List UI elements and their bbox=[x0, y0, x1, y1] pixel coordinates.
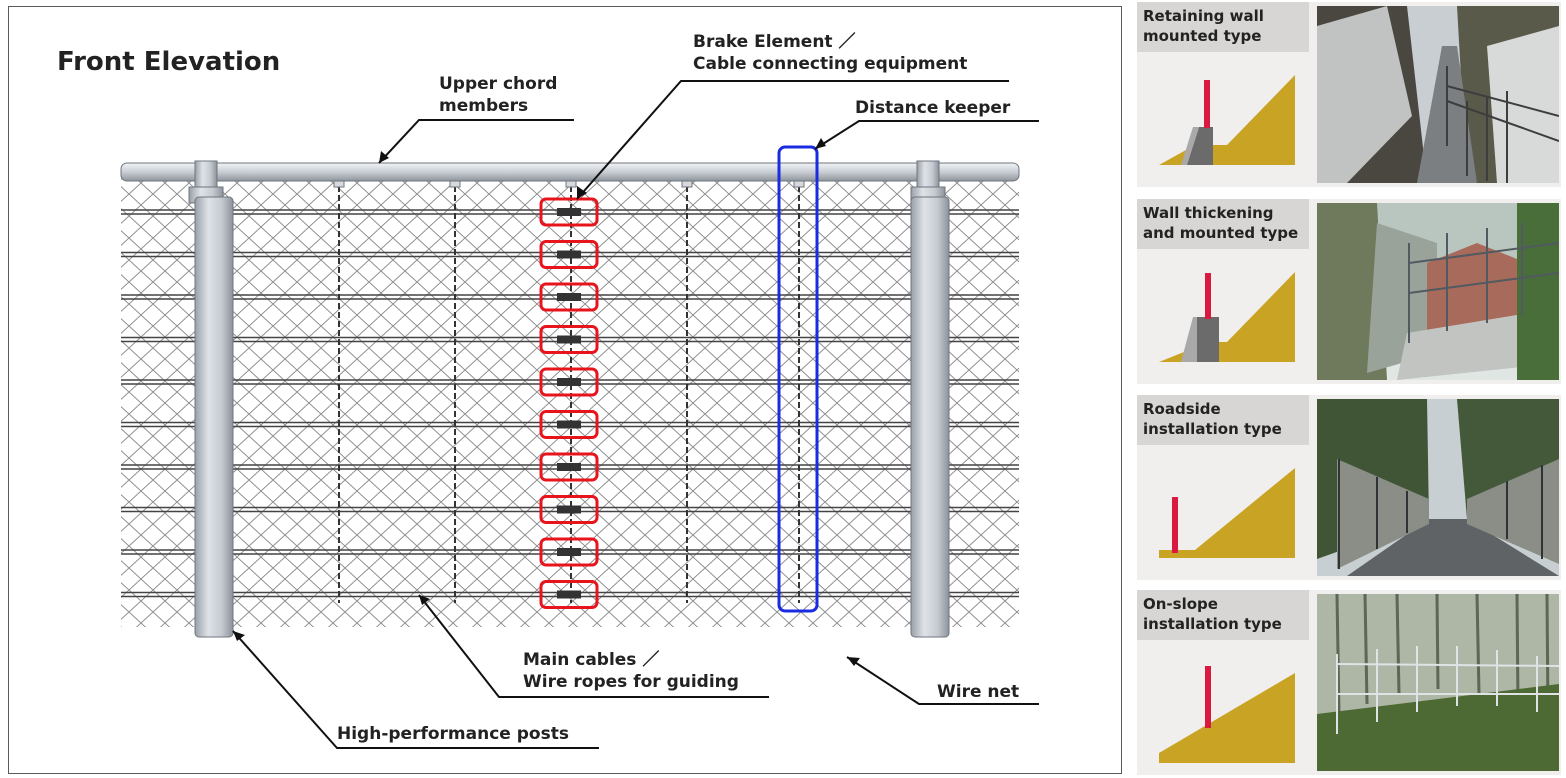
photo-forest bbox=[1317, 594, 1559, 771]
brake-element-box bbox=[539, 495, 599, 524]
brake-element-box bbox=[539, 452, 599, 482]
type-card-wall-thickening: Wall thickening and mounted type bbox=[1137, 199, 1561, 384]
type-card-on-slope: On-slope installation type bbox=[1137, 590, 1561, 775]
front-elevation-panel: Front Elevation Upper chord members Brak… bbox=[8, 6, 1122, 774]
distance-keeper-label: Distance keeper bbox=[855, 98, 1011, 118]
leader-posts bbox=[232, 630, 599, 749]
brake-element-box bbox=[539, 282, 599, 312]
type-label-line1: Retaining wall bbox=[1143, 7, 1264, 25]
type-label-line2: and mounted type bbox=[1143, 224, 1299, 242]
upper-chord-label: Upper chord members bbox=[439, 73, 557, 117]
photo-snow-ditch bbox=[1317, 6, 1559, 183]
leader-upper-chord bbox=[378, 119, 574, 164]
type-label-line2: installation type bbox=[1143, 420, 1282, 438]
type-card-retaining-wall: Retaining wall mounted type bbox=[1137, 2, 1561, 187]
upper-chord-line2: members bbox=[439, 96, 529, 116]
arrowhead bbox=[847, 657, 860, 666]
retaining-wall-diagram bbox=[1159, 75, 1295, 165]
photo-road bbox=[1317, 399, 1559, 576]
leader-brake bbox=[576, 80, 1009, 200]
brake-element-box bbox=[539, 367, 599, 397]
fence-elevation-drawing bbox=[120, 80, 1039, 749]
installation-types-panel: Retaining wall mounted type bbox=[1137, 0, 1561, 778]
type-card-label: On-slope installation type bbox=[1143, 594, 1282, 634]
type-label-line1: Wall thickening bbox=[1143, 204, 1274, 222]
brake-line1: Brake Element ／ bbox=[693, 32, 856, 52]
arrowhead bbox=[233, 631, 245, 641]
brake-element-box bbox=[539, 580, 599, 609]
type-label-line2: installation type bbox=[1143, 615, 1282, 633]
brake-line2: Cable connecting equipment bbox=[693, 54, 968, 74]
arrowhead bbox=[419, 595, 430, 605]
page-title: Front Elevation bbox=[57, 47, 281, 77]
type-card-label: Retaining wall mounted type bbox=[1143, 6, 1264, 46]
main-cables-line1: Main cables ／ bbox=[523, 650, 660, 670]
distance-keeper-highlight bbox=[777, 145, 819, 613]
type-label-line2: mounted type bbox=[1143, 27, 1262, 45]
leader-wire-net bbox=[846, 656, 1039, 705]
arrowhead bbox=[379, 151, 389, 163]
main-cables-label: Main cables ／ Wire ropes for guiding bbox=[523, 649, 739, 693]
brake-element-box bbox=[539, 197, 599, 227]
brake-element-box bbox=[539, 537, 599, 567]
type-card-label: Roadside installation type bbox=[1143, 399, 1282, 439]
leader-main-cables bbox=[418, 594, 769, 698]
type-card-header: Retaining wall mounted type bbox=[1137, 2, 1309, 52]
roadside-diagram bbox=[1159, 468, 1295, 558]
brake-element-highlights bbox=[539, 197, 599, 609]
type-card-header: Wall thickening and mounted type bbox=[1137, 199, 1309, 249]
post-right bbox=[910, 160, 950, 638]
post-left bbox=[188, 160, 234, 638]
arrowhead bbox=[815, 138, 826, 149]
wire-net-label: Wire net bbox=[937, 682, 1020, 702]
main-cables-line2: Wire ropes for guiding bbox=[523, 672, 739, 692]
arrowhead bbox=[577, 186, 587, 199]
brake-element-box bbox=[539, 240, 599, 269]
on-slope-diagram bbox=[1159, 666, 1295, 763]
brake-element-box bbox=[539, 410, 599, 439]
brake-element-label: Brake Element ／ Cable connecting equipme… bbox=[693, 31, 967, 75]
photo-wall-house bbox=[1317, 203, 1559, 380]
type-card-roadside: Roadside installation type bbox=[1137, 395, 1561, 580]
upper-chord-member bbox=[120, 162, 1020, 182]
wall-thickening-diagram bbox=[1159, 272, 1295, 362]
type-card-label: Wall thickening and mounted type bbox=[1143, 203, 1298, 243]
type-label-line1: On-slope bbox=[1143, 595, 1218, 613]
type-label-line1: Roadside bbox=[1143, 400, 1221, 418]
brake-element-box bbox=[539, 325, 599, 354]
upper-chord-line1: Upper chord bbox=[439, 74, 558, 94]
leader-distance-keeper bbox=[814, 120, 1039, 150]
type-card-header: Roadside installation type bbox=[1137, 395, 1309, 445]
type-card-header: On-slope installation type bbox=[1137, 590, 1309, 640]
posts-label: High-performance posts bbox=[337, 724, 569, 744]
